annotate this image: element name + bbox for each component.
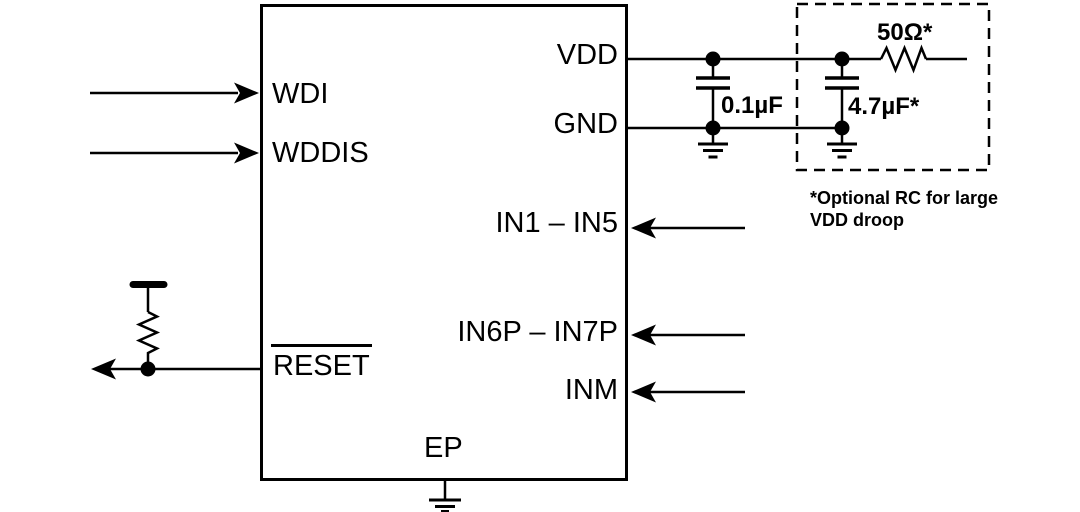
vdd-cap1-junction-dot xyxy=(705,51,721,67)
ic-body xyxy=(260,4,628,481)
pin-label-ep: EP xyxy=(424,432,463,464)
pin-label-vdd: VDD xyxy=(556,39,618,71)
optional-rc-dashed-box xyxy=(795,2,991,172)
wddis-arrowhead xyxy=(234,142,259,164)
cap2-ground-icon xyxy=(827,142,857,159)
wdi-arrowhead xyxy=(234,82,259,104)
pin-label-gnd: GND xyxy=(553,108,618,140)
pin-label-wddis: WDDIS xyxy=(272,137,369,169)
inm-arrowhead xyxy=(631,381,656,403)
bypass-capacitor-label: 0.1µF xyxy=(721,92,783,119)
in6p-in7p-arrowhead xyxy=(631,324,656,346)
reset-arrowhead xyxy=(91,358,116,380)
optional-rc-note-line1: *Optional RC for large xyxy=(810,188,999,208)
series-resistor-label: 50Ω* xyxy=(877,19,933,46)
ep-ground-icon xyxy=(429,498,461,512)
gnd-cap1-junction-dot xyxy=(705,120,721,136)
pin-label-inm: INM xyxy=(564,374,618,406)
pullup-resistor-zigzag xyxy=(135,310,161,369)
vdd-cap2-junction-dot xyxy=(834,51,850,67)
cap1-ground-icon xyxy=(698,142,728,159)
pin-label-wdi: WDI xyxy=(272,78,329,110)
series-resistor-zigzag xyxy=(879,44,928,74)
bypass-capacitor-plates xyxy=(696,76,730,90)
bulk-capacitor-plates xyxy=(825,76,859,90)
reset-junction-dot xyxy=(140,361,156,377)
optional-rc-note-line2: VDD droop xyxy=(810,210,904,230)
gnd-cap2-junction-dot xyxy=(834,120,850,136)
pin-label-in1-in5: IN1 – IN5 xyxy=(495,207,619,239)
optional-rc-note: *Optional RC for large VDD droop xyxy=(810,187,998,231)
pin-label-in6p-in7p: IN6P – IN7P xyxy=(457,316,618,348)
in1-in5-arrowhead xyxy=(631,217,656,239)
bulk-capacitor-label: 4.7µF* xyxy=(848,93,920,120)
pin-label-reset: RESET xyxy=(271,344,372,381)
